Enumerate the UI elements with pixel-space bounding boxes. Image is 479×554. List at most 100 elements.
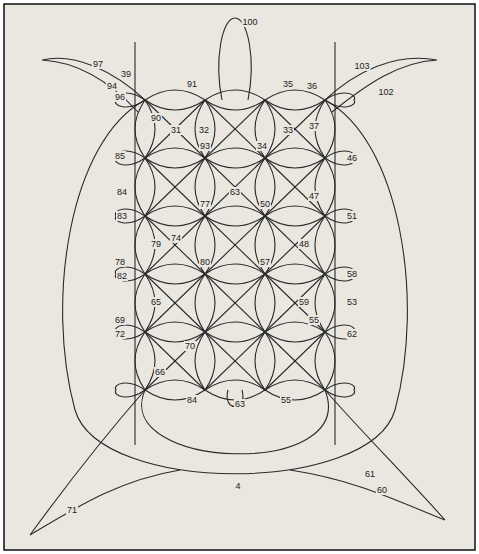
callout-number: 33 — [282, 125, 294, 135]
drawn-line — [205, 274, 265, 332]
callout-number: 39 — [120, 69, 132, 79]
callout-number: 4 — [234, 481, 241, 491]
callout-number: 90 — [150, 113, 162, 123]
callout-number: 48 — [298, 239, 310, 249]
drawn-line — [145, 100, 205, 158]
drawn-line — [145, 216, 205, 274]
callout-number: 70 — [184, 341, 196, 351]
callout-number: 71 — [66, 505, 78, 515]
callout-number: 60 — [376, 485, 388, 495]
drawn-line — [265, 206, 325, 226]
callout-number: 63 — [234, 399, 246, 409]
drawn-line — [142, 390, 329, 454]
drawn-line — [145, 90, 205, 110]
callout-number: 77 — [199, 199, 211, 209]
drawn-line — [195, 274, 215, 332]
drawn-line — [205, 158, 265, 216]
drawn-line — [265, 100, 325, 158]
callout-number: 72 — [114, 329, 126, 339]
drawn-line — [205, 322, 265, 342]
drawn-line — [115, 209, 145, 223]
callout-number: 82 — [116, 271, 128, 281]
callout-number: 94 — [106, 81, 118, 91]
callout-number: 55 — [280, 395, 292, 405]
callout-number: 78 — [114, 257, 126, 267]
drawn-line — [145, 100, 205, 158]
callout-number: 83 — [116, 211, 128, 221]
callout-number: 93 — [199, 141, 211, 151]
drawn-line — [265, 216, 325, 274]
drawn-line — [145, 332, 205, 390]
callout-number: 37 — [308, 121, 320, 131]
drawn-line — [195, 332, 215, 390]
drawn-line — [135, 100, 155, 158]
drawn-line — [265, 274, 325, 332]
callout-number: 84 — [186, 395, 198, 405]
drawn-line — [265, 274, 325, 332]
drawn-line — [265, 322, 325, 342]
callout-number: 53 — [346, 297, 358, 307]
callout-number: 51 — [346, 211, 358, 221]
callout-number: 35 — [282, 79, 294, 89]
callout-number: 91 — [186, 79, 198, 89]
callout-number: 102 — [377, 87, 394, 97]
drawn-line — [265, 90, 325, 110]
callout-number: 80 — [199, 257, 211, 267]
drawn-line — [265, 100, 325, 158]
callout-number: 85 — [114, 151, 126, 161]
drawn-line — [145, 158, 205, 216]
drawn-line — [195, 216, 215, 274]
callout-number: 62 — [346, 329, 358, 339]
drawn-line — [205, 332, 265, 390]
drawn-line — [265, 216, 325, 274]
drawn-line — [325, 58, 437, 112]
drawn-line — [255, 274, 275, 332]
drawn-line — [205, 90, 265, 110]
drawn-line — [145, 216, 205, 274]
drawn-line — [205, 206, 265, 226]
drawn-line — [205, 274, 265, 332]
drawn-line — [145, 158, 205, 216]
callout-number: 97 — [92, 59, 104, 69]
callout-number: 65 — [150, 297, 162, 307]
paper-frame — [4, 4, 475, 550]
callout-number: 69 — [114, 315, 126, 325]
callout-number: 79 — [150, 239, 162, 249]
drawn-line — [145, 322, 205, 342]
callout-number: 59 — [298, 297, 310, 307]
drawn-line — [265, 148, 325, 168]
drawn-line — [205, 216, 265, 274]
callout-number: 47 — [308, 191, 320, 201]
drawn-line — [265, 264, 325, 284]
drawn-line — [115, 267, 145, 281]
drawn-line — [315, 158, 335, 216]
callout-number: 63 — [229, 187, 241, 197]
callout-number: 34 — [256, 141, 268, 151]
drawn-line — [205, 216, 265, 274]
drawn-line — [255, 100, 275, 158]
drawn-line — [205, 332, 265, 390]
drawn-line — [205, 380, 265, 400]
callout-number: 66 — [154, 367, 166, 377]
drawn-line — [265, 158, 325, 216]
drawn-line — [255, 158, 275, 216]
drawn-line — [135, 332, 155, 390]
drawn-line — [63, 100, 408, 474]
drawn-line — [265, 380, 325, 400]
drawn-line — [315, 332, 335, 390]
drawn-line — [145, 332, 205, 390]
drawn-line — [265, 332, 325, 390]
callout-number: 103 — [353, 61, 370, 71]
callout-number: 74 — [170, 233, 182, 243]
callout-number: 61 — [364, 469, 376, 479]
drawn-line — [135, 158, 155, 216]
drawn-line — [255, 332, 275, 390]
callout-number: 32 — [198, 125, 210, 135]
drawn-line — [145, 274, 205, 332]
callout-number: 58 — [346, 269, 358, 279]
drawn-line — [205, 264, 265, 284]
callout-number: 50 — [259, 199, 271, 209]
